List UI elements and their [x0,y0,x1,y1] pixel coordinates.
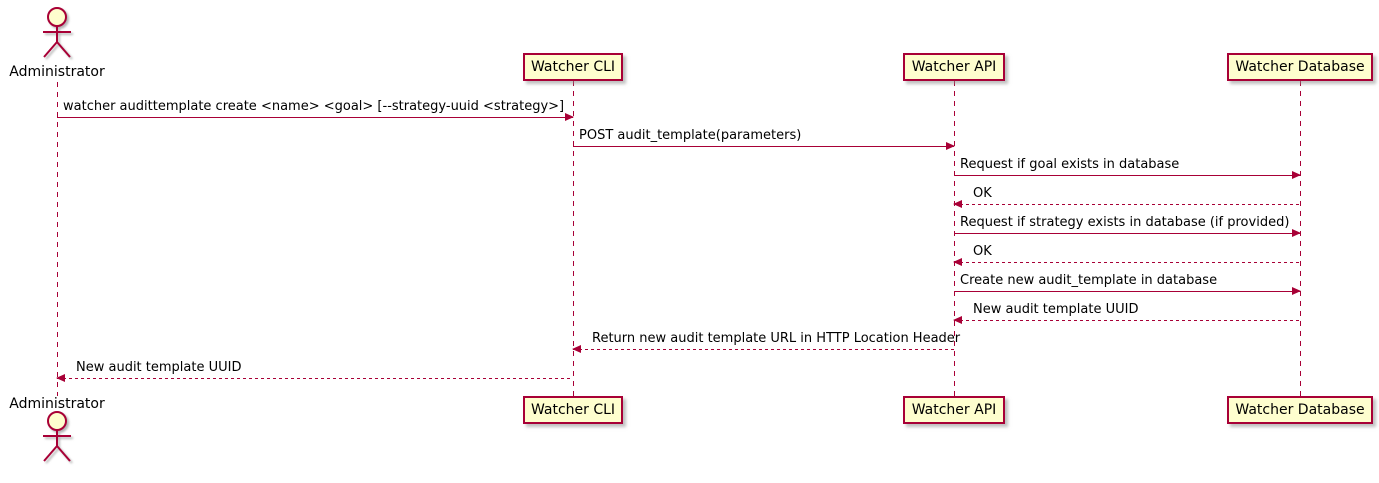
arrow-head-icon [565,113,574,121]
message-4: OK [953,186,1300,208]
arrow-head-icon [1292,287,1301,295]
message-5: Request if strategy exists in database (… [954,215,1301,237]
participant-label: Watcher API [911,59,997,75]
message-arrow [953,258,1300,266]
administrator-actor-icon [43,411,71,462]
message-10: New audit template UUID [56,360,573,382]
arrow-head-icon [56,374,65,382]
arrow-head-icon [572,345,581,353]
arrow-head-icon [1292,229,1301,237]
message-1: watcher audittemplate create <name> <goa… [57,99,574,121]
actor-label-bottom: Administrator [9,396,105,412]
lifeline-watcher-database [1300,81,1301,396]
message-arrow [954,229,1301,237]
message-arrow [573,142,955,150]
message-arrow [56,374,573,382]
actor-label-top: Administrator [9,64,105,80]
message-text: OK [973,244,992,259]
message-9: Return new audit template URL in HTTP Lo… [572,331,961,353]
participant-watcher-api-top: Watcher API [903,53,1005,81]
arrow-head-icon [953,200,962,208]
message-2: POST audit_template(parameters) [573,128,955,150]
participant-label: Watcher Database [1235,402,1365,418]
message-text: New audit template UUID [76,360,242,375]
message-arrow [953,200,1300,208]
message-8: New audit template UUID [953,302,1300,324]
message-arrow [954,287,1301,295]
message-7: Create new audit_template in database [954,273,1301,295]
participant-watcher-cli-bottom: Watcher CLI [523,396,623,424]
message-text: watcher audittemplate create <name> <goa… [63,99,565,114]
message-arrow [953,316,1300,324]
lifeline-administrator [57,82,58,396]
message-text: Return new audit template URL in HTTP Lo… [592,331,961,346]
participant-label: Watcher Database [1235,59,1365,75]
message-arrow [954,171,1301,179]
participant-label: Watcher CLI [530,402,616,418]
participant-watcher-database-bottom: Watcher Database [1227,396,1373,424]
message-text: Create new audit_template in database [960,273,1218,288]
administrator-actor-icon [43,7,71,58]
message-arrow [572,345,954,353]
message-3: Request if goal exists in database [954,157,1301,179]
participant-label: Watcher CLI [530,59,616,75]
message-text: OK [973,186,992,201]
message-text: New audit template UUID [973,302,1139,317]
message-6: OK [953,244,1300,266]
participant-watcher-cli-top: Watcher CLI [523,53,623,81]
arrow-head-icon [953,316,962,324]
message-text: Request if goal exists in database [960,157,1180,172]
arrow-head-icon [946,142,955,150]
message-text: Request if strategy exists in database (… [960,215,1290,230]
lifeline-watcher-api [954,81,955,396]
message-arrow [57,113,574,121]
participant-label: Watcher API [911,402,997,418]
message-text: POST audit_template(parameters) [579,128,802,143]
participant-watcher-database-top: Watcher Database [1227,53,1373,81]
lifeline-watcher-cli [573,81,574,396]
arrow-head-icon [1292,171,1301,179]
arrow-head-icon [953,258,962,266]
participant-watcher-api-bottom: Watcher API [903,396,1005,424]
